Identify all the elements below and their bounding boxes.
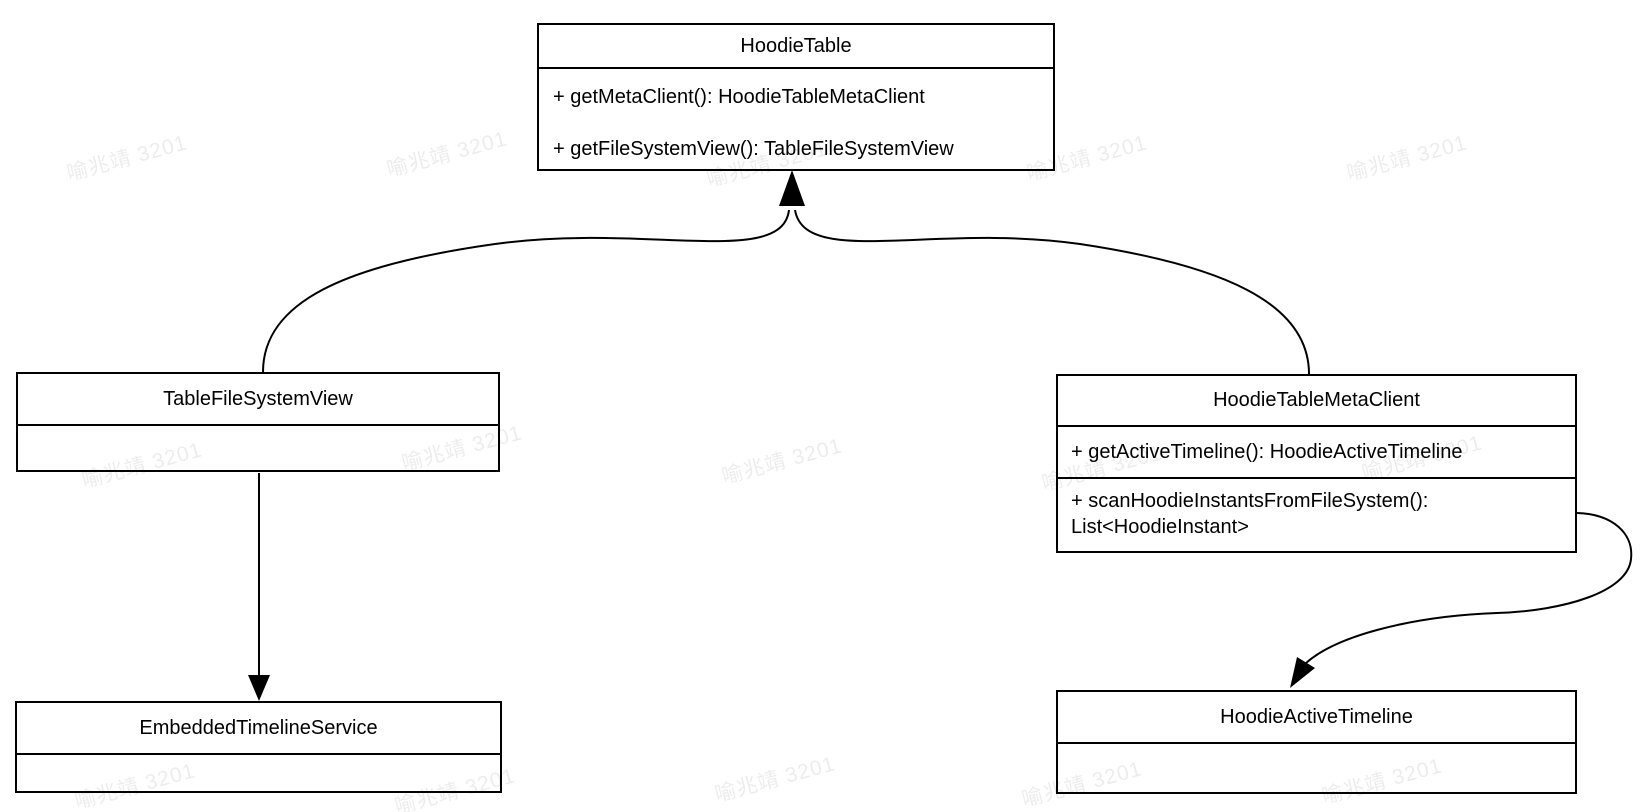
watermark-text: 喻兆靖 3201 [384, 127, 510, 182]
class-title-embedded-timeline-service: EmbeddedTimelineService [17, 703, 500, 755]
arrowhead-up-icon [779, 170, 805, 206]
watermark-text: 喻兆靖 3201 [1344, 131, 1470, 186]
method-get-active-timeline: + getActiveTimeline(): HoodieActiveTimel… [1058, 427, 1575, 479]
empty-section-hoodie-active-timeline [1058, 744, 1575, 792]
class-hoodie-table[interactable]: HoodieTable + getMetaClient(): HoodieTab… [537, 23, 1055, 171]
watermark-text: 喻兆靖 3201 [64, 131, 190, 186]
method-get-file-system-view: + getFileSystemView(): TableFileSystemVi… [553, 138, 954, 160]
class-hoodie-active-timeline[interactable]: HoodieActiveTimeline [1056, 690, 1577, 794]
class-title-hoodie-active-timeline: HoodieActiveTimeline [1058, 692, 1575, 744]
arrowhead-down-icon [248, 675, 270, 701]
edge-tablefilesystemview-to-hoodietable[interactable] [262, 209, 790, 373]
method-get-meta-client: + getMetaClient(): HoodieTableMetaClient [553, 86, 925, 108]
methods-section-hoodie-table: + getMetaClient(): HoodieTableMetaClient… [539, 69, 1053, 161]
watermark-text: 喻兆靖 3201 [712, 752, 838, 807]
watermark-text: 喻兆靖 3201 [719, 434, 845, 489]
class-title-hoodie-table-meta-client: HoodieTableMetaClient [1058, 376, 1575, 427]
class-table-file-system-view[interactable]: TableFileSystemView [16, 372, 500, 472]
empty-section-table-file-system-view [18, 426, 498, 470]
class-title-table-file-system-view: TableFileSystemView [18, 374, 498, 426]
class-hoodie-table-meta-client[interactable]: HoodieTableMetaClient + getActiveTimelin… [1056, 374, 1577, 553]
empty-section-embedded-timeline-service [17, 755, 500, 791]
edge-hoodietablemetaclient-to-hoodietable[interactable] [794, 209, 1310, 375]
class-title-hoodie-table: HoodieTable [539, 25, 1053, 69]
class-embedded-timeline-service[interactable]: EmbeddedTimelineService [15, 701, 502, 793]
method-scan-hoodie-instants: + scanHoodieInstantsFromFileSystem(): Li… [1071, 490, 1429, 538]
arrowhead-downleft-icon [1290, 657, 1315, 688]
